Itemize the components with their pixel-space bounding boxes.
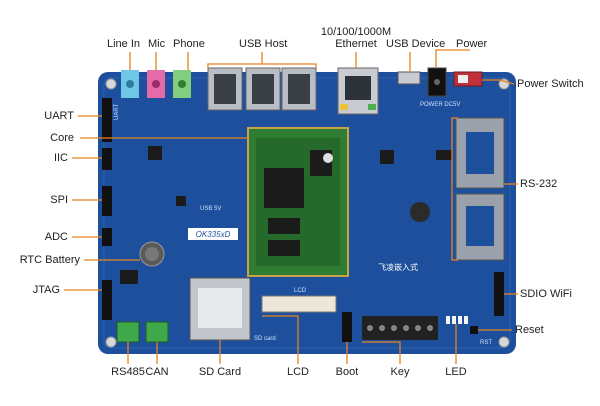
label-line-in: Line In [107, 38, 141, 50]
vendor-logo: 飞凌嵌入式 [378, 262, 418, 272]
usb-device-port [397, 71, 421, 85]
label-core: Core [50, 132, 74, 144]
label-phone: Phone [173, 38, 205, 50]
label-rs232: RS-232 [520, 178, 558, 190]
boot-switch [342, 312, 352, 342]
model-label: OK335xD [196, 230, 231, 239]
label-key: Key [390, 366, 410, 378]
silk-usb5v: USB 5V [200, 206, 221, 212]
label-boot: Boot [335, 366, 359, 378]
silk-sd-card: SD card [254, 336, 276, 342]
usb-host-ports [207, 67, 317, 111]
label-ethernet-line2: Ethernet [335, 38, 377, 50]
rs485-terminal [116, 321, 140, 343]
label-ethernet-line1: 10/100/1000M [320, 26, 392, 38]
rs232-ports [455, 117, 505, 261]
silk-uart: UART [114, 103, 120, 120]
label-usb-host: USB Host [239, 38, 288, 50]
label-uart: UART [44, 110, 74, 122]
label-rs485: RS485 [111, 366, 145, 378]
label-rtc-battery: RTC Battery [19, 254, 80, 266]
label-can: CAN [145, 366, 169, 378]
label-reset: Reset [515, 324, 544, 336]
leds [446, 316, 468, 324]
label-mic: Mic [148, 38, 166, 50]
audio-jacks [121, 70, 191, 98]
label-spi: SPI [50, 194, 68, 206]
label-sd-card: SD Card [198, 366, 242, 378]
key-buttons [362, 316, 438, 340]
ethernet-port [337, 67, 379, 115]
label-sdio-wifi: SDIO WiFi [520, 288, 572, 300]
reset-button [470, 326, 478, 334]
label-iic: IIC [53, 152, 68, 164]
label-jtag: JTAG [32, 284, 60, 296]
silk-power-dc5v: POWER DC5V [420, 102, 460, 108]
can-terminal [145, 321, 169, 343]
core-module [247, 127, 349, 277]
silk-lcd: LCD [294, 288, 307, 294]
leader-lines [64, 49, 518, 364]
label-lcd: LCD [286, 366, 309, 378]
label-adc: ADC [44, 231, 68, 243]
left-headers [102, 98, 112, 320]
lcd-connector [261, 295, 337, 313]
label-usb-device: USB Device [386, 38, 446, 50]
label-led: LED [445, 366, 467, 378]
sdio-wifi-header [494, 272, 504, 316]
label-power-switch: Power Switch [517, 78, 584, 90]
silk-rst: RST [480, 340, 492, 346]
label-power: Power [456, 38, 488, 50]
